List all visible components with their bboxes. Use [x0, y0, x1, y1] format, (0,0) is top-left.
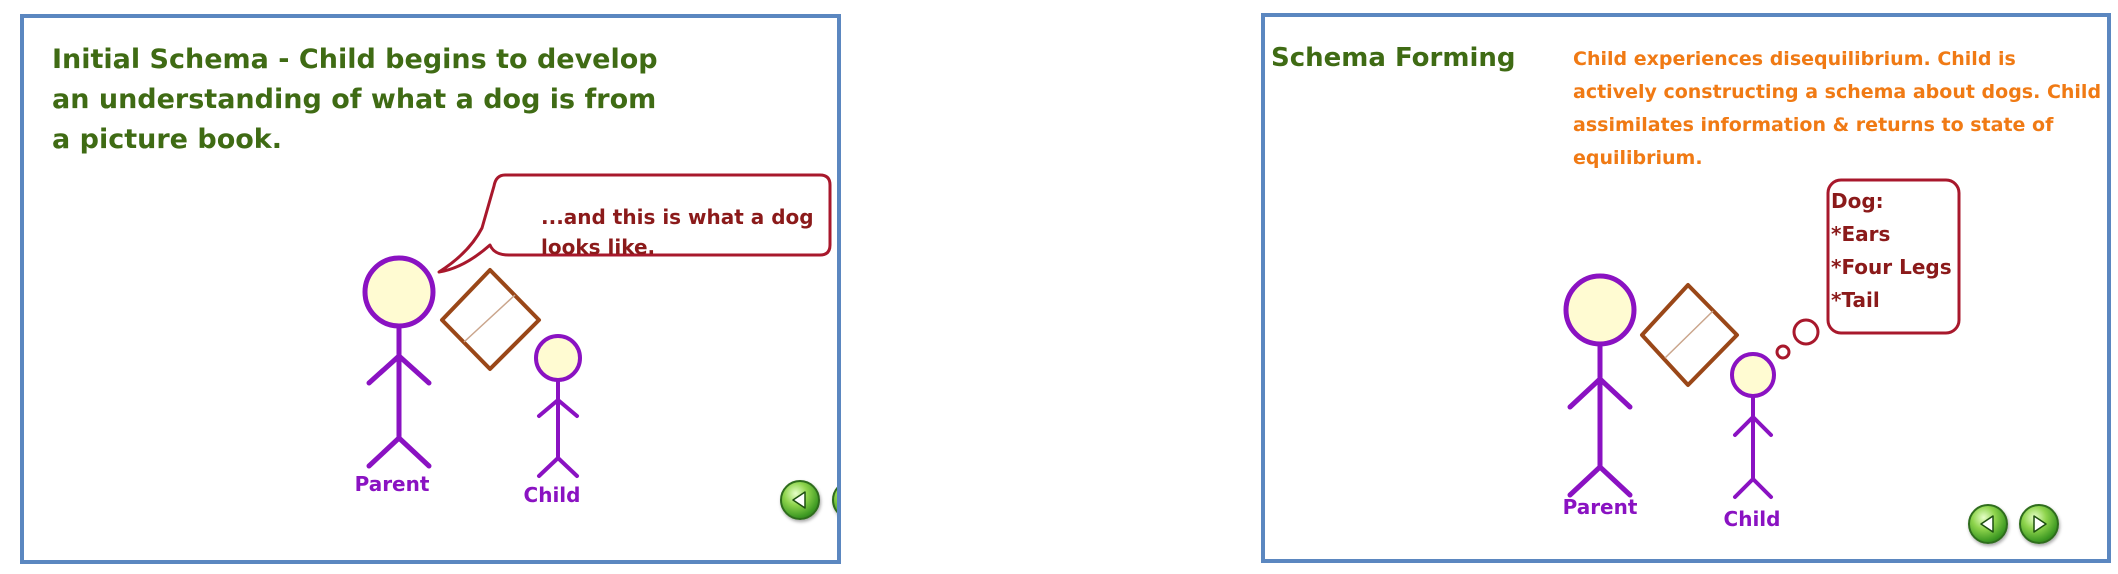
- thought-item: *Four Legs: [1831, 255, 1952, 279]
- slide-illustration: [1563, 178, 1961, 499]
- picture-book-icon: [440, 268, 541, 371]
- triangle-left-icon: [1980, 515, 1994, 533]
- slide-title: Initial Schema - Child begins to develop…: [52, 44, 658, 155]
- slide-initial-schema: Initial Schema - Child begins to develop…: [20, 14, 841, 564]
- previous-slide-button[interactable]: [780, 480, 820, 520]
- thought-bubble-text: Dog: *Ears *Four Legs *Tail: [1828, 180, 1959, 333]
- parent-label: Parent: [354, 472, 430, 496]
- child-stick-figure: [1730, 352, 1776, 499]
- slide-illustration: [362, 173, 832, 478]
- picture-book-icon: [1640, 283, 1739, 387]
- triangle-left-icon: [792, 491, 806, 509]
- parent-stick-figure: [362, 255, 436, 469]
- parent-stick-figure: [1563, 273, 1637, 498]
- thought-bubble-shape: [1826, 178, 1961, 335]
- parent-label: Parent: [1562, 495, 1638, 519]
- triangle-right-icon: [834, 482, 841, 518]
- triangle-right-icon: [2033, 515, 2047, 533]
- thought-dot-small: [1775, 344, 1791, 360]
- previous-slide-button[interactable]: [1968, 504, 2008, 544]
- thought-item: *Tail: [1831, 288, 1880, 312]
- child-label: Child: [523, 483, 581, 507]
- child-stick-figure: [534, 334, 582, 478]
- speech-bubble-text: ...and this is what a dog looks like.: [541, 205, 814, 259]
- child-label: Child: [1723, 507, 1781, 531]
- next-slide-button[interactable]: [2019, 504, 2059, 544]
- thought-item: *Ears: [1831, 222, 1891, 246]
- next-slide-button[interactable]: [832, 480, 841, 520]
- thought-heading: Dog:: [1831, 189, 1884, 213]
- slide-title: Schema Forming: [1271, 43, 1516, 73]
- slide-schema-forming: Schema Forming Child experiences disequi…: [1261, 13, 2111, 563]
- thought-dot-large: [1792, 318, 1820, 346]
- speech-bubble-shape: [437, 173, 832, 274]
- slide-description: Child experiences disequilibrium. Child …: [1573, 48, 2102, 169]
